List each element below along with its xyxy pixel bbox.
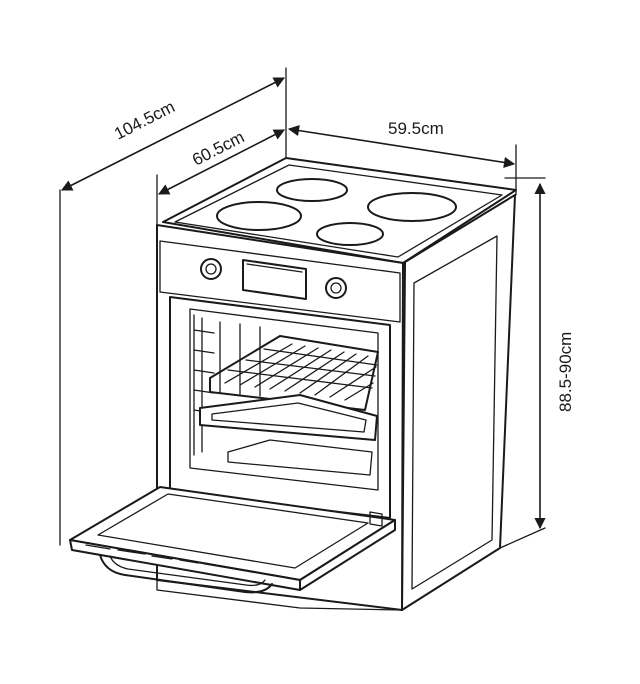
dim-line-width bbox=[287, 125, 516, 168]
burner-back-right bbox=[367, 192, 457, 222]
knob-right-center bbox=[330, 282, 342, 294]
knob-right-icon bbox=[325, 277, 347, 299]
baking-tray bbox=[199, 394, 378, 441]
knob-left-center bbox=[205, 263, 217, 275]
door-glass bbox=[97, 493, 369, 569]
extension-line-bottom bbox=[499, 527, 546, 549]
door-vents bbox=[85, 544, 291, 579]
door-handle bbox=[99, 554, 273, 594]
label-width: 59.5cm bbox=[388, 119, 444, 138]
cooktop-inner bbox=[174, 164, 503, 258]
bottom-tray bbox=[227, 439, 373, 476]
knob-left-icon bbox=[200, 258, 222, 280]
oven-door bbox=[69, 486, 396, 594]
door-hinge bbox=[369, 511, 383, 527]
dimension-lines bbox=[59, 67, 546, 549]
base-line bbox=[156, 579, 403, 611]
control-panel bbox=[159, 240, 401, 323]
oven-illustration bbox=[69, 157, 517, 611]
oven-cavity-back bbox=[189, 308, 379, 491]
burner-front-right bbox=[316, 222, 384, 246]
dim-line-total-depth bbox=[61, 77, 285, 191]
rack-rails-left bbox=[193, 314, 215, 456]
door-handle-inner bbox=[109, 555, 266, 587]
label-height: 88.5-90cm bbox=[556, 332, 575, 412]
wire-rack bbox=[209, 335, 379, 411]
display-highlight bbox=[246, 263, 303, 273]
dim-line-body-depth bbox=[158, 129, 285, 195]
burner-front-left bbox=[216, 201, 302, 231]
door-edge-right bbox=[299, 519, 396, 591]
side-panel-inset bbox=[411, 235, 498, 590]
burner-back-left bbox=[276, 178, 348, 202]
